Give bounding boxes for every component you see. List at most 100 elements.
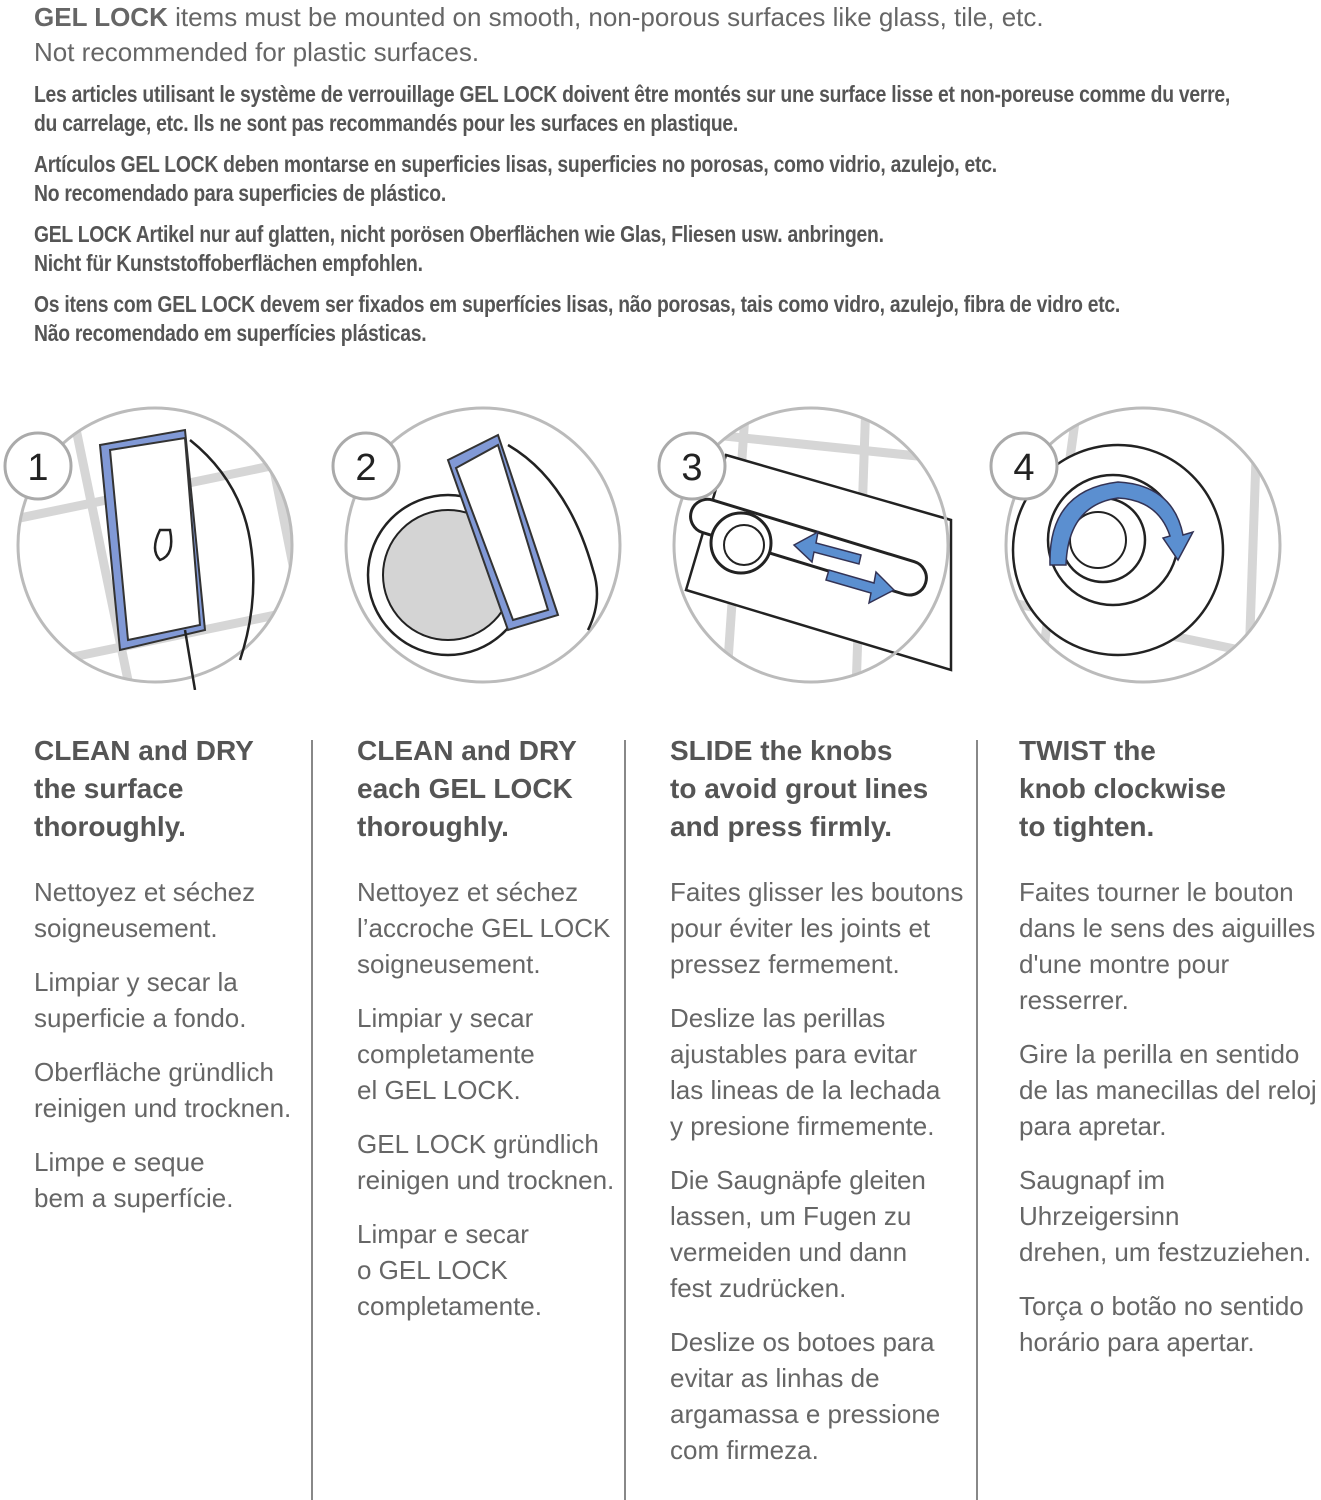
instruction-line: las lineas de la lechada xyxy=(670,1075,941,1105)
instruction-line: com firmeza. xyxy=(670,1435,819,1465)
step-2-illustration xyxy=(338,400,628,690)
heading-line: SLIDE the knobs xyxy=(670,735,893,766)
instruction-line: Die Saugnäpfe gleiten xyxy=(670,1165,926,1195)
twist-knob-icon xyxy=(1004,406,1282,684)
instruction-line: Oberfläche gründlich xyxy=(34,1057,274,1087)
heading-line: knob clockwise xyxy=(1019,773,1226,804)
instruction-line: evitar as linhas de xyxy=(670,1363,880,1393)
instruction-line: de las manecillas del reloj xyxy=(1019,1075,1317,1105)
instruction-line: soigneusement. xyxy=(357,949,541,979)
text-line: Nicht für Kunststoffoberflächen empfohle… xyxy=(34,250,423,276)
step-2-text: CLEAN and DRY each GEL LOCK thoroughly. Net… xyxy=(357,732,657,1342)
instruction-line: Deslize os botoes para xyxy=(670,1327,935,1357)
step-instruction: Limpe e seque bem a superfície. xyxy=(34,1144,334,1216)
heading-line: the surface xyxy=(34,773,184,804)
heading-line: TWIST the xyxy=(1019,735,1156,766)
instruction-line: pour éviter les joints et xyxy=(670,913,931,943)
text-line: Artículos GEL LOCK deben montarse en sup… xyxy=(34,151,997,177)
instruction-line: lassen, um Fugen zu xyxy=(670,1201,912,1231)
instruction-line: l’accroche GEL LOCK xyxy=(357,913,611,943)
heading-line: CLEAN and DRY xyxy=(34,735,254,766)
instruction-line: Limpar e secar xyxy=(357,1219,529,1249)
step-1-illustration xyxy=(10,400,300,691)
intro-de: GEL LOCK Artikel nur auf glatten, nicht … xyxy=(34,220,884,278)
instruction-line: d'une montre pour resserrer. xyxy=(1019,949,1230,1015)
cleaning-cloth-on-tile-icon xyxy=(16,406,294,691)
text-line: Les articles utilisant le système de ver… xyxy=(34,81,1231,107)
instruction-line: Limpiar y secar xyxy=(357,1003,534,1033)
text-line: No recomendado para superficies de plást… xyxy=(34,180,446,206)
step-instruction: Deslize las perillas ajustables para evit… xyxy=(670,1000,970,1144)
instruction-line: reinigen und trocknen. xyxy=(357,1165,615,1195)
text-line: Os itens com GEL LOCK devem ser fixados … xyxy=(34,291,1121,317)
step-instruction: Faites glisser les boutons pour éviter le… xyxy=(670,874,970,982)
instruction-line: para apretar. xyxy=(1019,1111,1167,1141)
instruction-line: Limpe e seque xyxy=(34,1147,205,1177)
instruction-line: bem a superfície. xyxy=(34,1183,234,1213)
instruction-line: horário para apertar. xyxy=(1019,1327,1255,1357)
column-divider xyxy=(976,740,978,1500)
instruction-line: Faites glisser les boutons xyxy=(670,877,964,907)
text-line: GEL LOCK Artikel nur auf glatten, nicht … xyxy=(34,221,884,247)
intro-es: Artículos GEL LOCK deben montarse en sup… xyxy=(34,150,997,208)
instruction-line: Nettoyez et séchez xyxy=(357,877,579,907)
instruction-line: dans le sens des aiguilles xyxy=(1019,913,1316,943)
instruction-line: vermeiden und dann xyxy=(670,1237,908,1267)
step-heading: TWIST the knob clockwise to tighten. xyxy=(1019,732,1321,846)
step-4-text: TWIST the knob clockwise to tighten. Faites… xyxy=(1019,732,1321,1378)
step-instruction: Nettoyez et séchez l’accroche GEL LOCK soi… xyxy=(357,874,657,982)
step-instruction: GEL LOCK gründlich reinigen und trocknen. xyxy=(357,1126,657,1198)
column-divider xyxy=(624,740,626,1500)
step-1-text: CLEAN and DRY the surface thoroughly. Netto… xyxy=(34,732,334,1234)
step-instruction: Die Saugnäpfe gleiten lassen, um Fugen zu… xyxy=(670,1162,970,1306)
step-instruction: Limpiar y secar completamente el GEL LOCK. xyxy=(357,1000,657,1108)
heading-line: CLEAN and DRY xyxy=(357,735,577,766)
step-heading: CLEAN and DRY each GEL LOCK thoroughly. xyxy=(357,732,657,846)
instruction-line: ajustables para evitar xyxy=(670,1039,918,1069)
text-line: du carrelage, etc. Ils ne sont pas recom… xyxy=(34,110,739,136)
instruction-line: Deslize las perillas xyxy=(670,1003,886,1033)
slide-knobs-icon xyxy=(672,406,953,684)
text-line: Não recomendado em superfícies plásticas… xyxy=(34,320,427,346)
instruction-line: completamente xyxy=(357,1039,535,1069)
instruction-line: superficie a fondo. xyxy=(34,1003,247,1033)
cleaning-gel-lock-icon xyxy=(344,406,622,684)
instruction-line: el GEL LOCK. xyxy=(357,1075,521,1105)
step-instruction: Oberfläche gründlich reinigen und trockne… xyxy=(34,1054,334,1126)
instruction-line: fest zudrücken. xyxy=(670,1273,847,1303)
heading-line: to tighten. xyxy=(1019,811,1155,842)
intro-en-line2: Not recommended for plastic surfaces. xyxy=(34,37,480,67)
gel-lock-label: GEL LOCK xyxy=(34,2,168,32)
instruction-line: reinigen und trocknen. xyxy=(34,1093,292,1123)
intro-en-line1: GEL LOCK items must be mounted on smooth… xyxy=(34,0,1044,35)
intro-fr: Les articles utilisant le système de ver… xyxy=(34,80,1230,138)
instruction-line: y presione firmemente. xyxy=(670,1111,935,1141)
instruction-line: Saugnapf im Uhrzeigersinn xyxy=(1019,1165,1180,1231)
heading-line: each GEL LOCK xyxy=(357,773,573,804)
instruction-line: o GEL LOCK xyxy=(357,1255,508,1285)
step-instruction: Torça o botão no sentido horário para ape… xyxy=(1019,1288,1321,1360)
intro-pt: Os itens com GEL LOCK devem ser fixados … xyxy=(34,290,1120,348)
instruction-line: Nettoyez et séchez xyxy=(34,877,256,907)
heading-line: thoroughly. xyxy=(34,811,186,842)
step-3-illustration xyxy=(666,400,956,690)
intro-english: GEL LOCK items must be mounted on smooth… xyxy=(34,0,1044,70)
instruction-line: pressez fermement. xyxy=(670,949,900,979)
instruction-line: Torça o botão no sentido xyxy=(1019,1291,1304,1321)
instruction-line: GEL LOCK gründlich xyxy=(357,1129,599,1159)
column-divider xyxy=(311,740,313,1500)
step-heading: CLEAN and DRY the surface thoroughly. xyxy=(34,732,334,846)
heading-line: and press firmly. xyxy=(670,811,893,842)
intro-en-text: items must be mounted on smooth, non-por… xyxy=(167,2,1044,32)
heading-line: thoroughly. xyxy=(357,811,509,842)
instruction-line: soigneusement. xyxy=(34,913,218,943)
instruction-line: argamassa e pressione xyxy=(670,1399,941,1429)
step-instruction: Deslize os botoes para evitar as linhas d… xyxy=(670,1324,970,1468)
